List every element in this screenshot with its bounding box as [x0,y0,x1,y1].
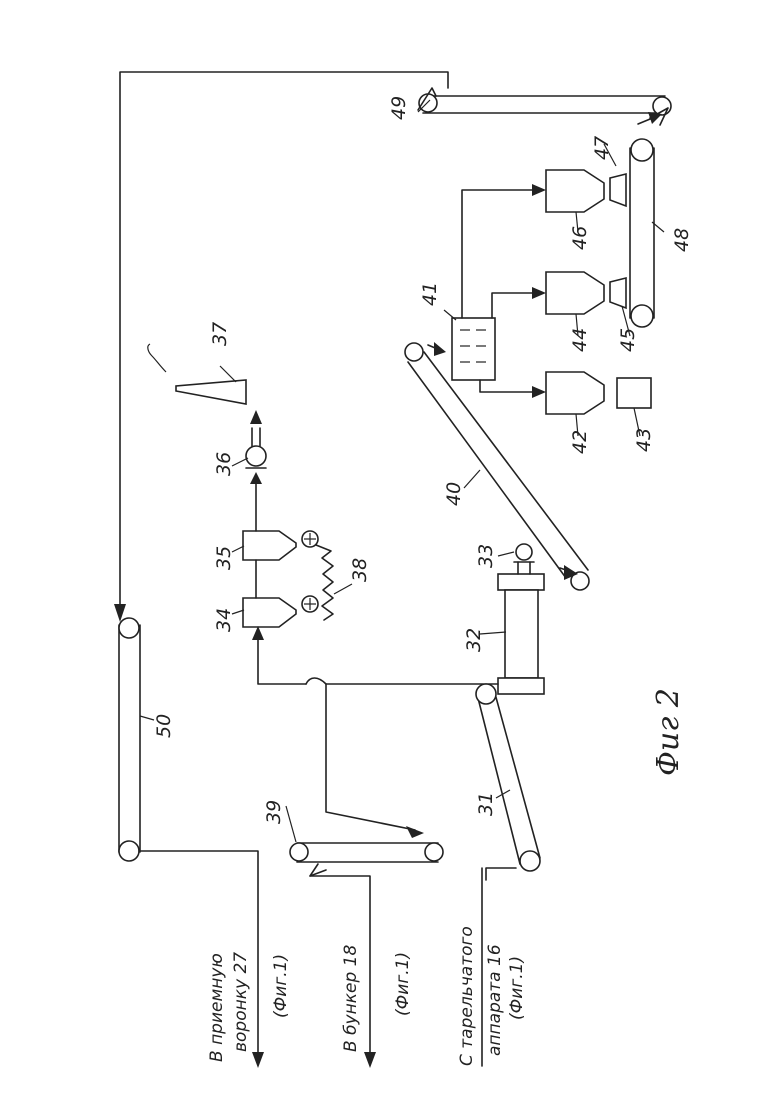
label-32: 32 [463,628,485,652]
container-43 [617,378,651,408]
label-43: 43 [633,428,655,452]
label-40: 40 [443,482,465,506]
label-38: 38 [349,558,371,582]
caption-source-line1: С тарельчатого [457,926,477,1066]
stack-37 [148,344,246,404]
label-45: 45 [617,328,639,352]
conveyor-31 [476,684,540,880]
label-36: 36 [213,452,235,476]
screen-41 [452,318,495,380]
motor-33 [514,544,534,574]
label-44: 44 [569,328,591,352]
caption-source-ref: (Фиг.1) [507,956,527,1020]
cyclone-34 [243,596,318,627]
label-37: 37 [209,322,231,346]
exhaust-line [250,472,262,531]
dust-line-38 [316,545,333,620]
label-48: 48 [671,228,693,252]
bunker-44 [546,272,604,314]
drum-32 [498,574,544,694]
cyclone-35 [243,531,318,560]
caption-funnel: В приемную воронку 27 (Фиг.1) [207,952,291,1062]
label-46: 46 [569,226,591,250]
conveyor-49 [418,88,671,125]
label-49: 49 [388,96,410,120]
bunker-42 [546,372,604,414]
label-33: 33 [475,544,497,568]
caption-funnel-line1: В приемную [207,953,227,1062]
label-31: 31 [475,792,497,816]
bunker-46 [546,170,604,212]
feeder-45 [610,278,626,308]
label-42: 42 [569,430,591,454]
feeder-47 [610,174,626,206]
caption-bunker-ref: (Фиг.1) [393,952,413,1016]
gas-line-32-to-34 [252,626,498,684]
label-47: 47 [591,136,613,160]
fan-36 [246,410,266,468]
caption-bunker: В бункер 18 (Фиг.1) [341,945,413,1052]
label-41: 41 [419,282,441,306]
label-34: 34 [213,608,235,632]
caption-bunker-line1: В бункер 18 [341,945,361,1052]
caption-source: С тарельчатого аппарата 16 (Фиг.1) [457,868,527,1066]
label-35: 35 [213,546,235,570]
caption-funnel-ref: (Фиг.1) [271,954,291,1018]
caption-funnel-line2: воронку 27 [231,952,251,1052]
conveyor-39 [290,684,443,1068]
figure-label: Фиг 2 [651,688,686,776]
conveyor-48 [630,112,662,327]
label-50: 50 [153,714,175,738]
caption-source-line2: аппарата 16 [485,944,505,1056]
label-39: 39 [263,800,285,824]
